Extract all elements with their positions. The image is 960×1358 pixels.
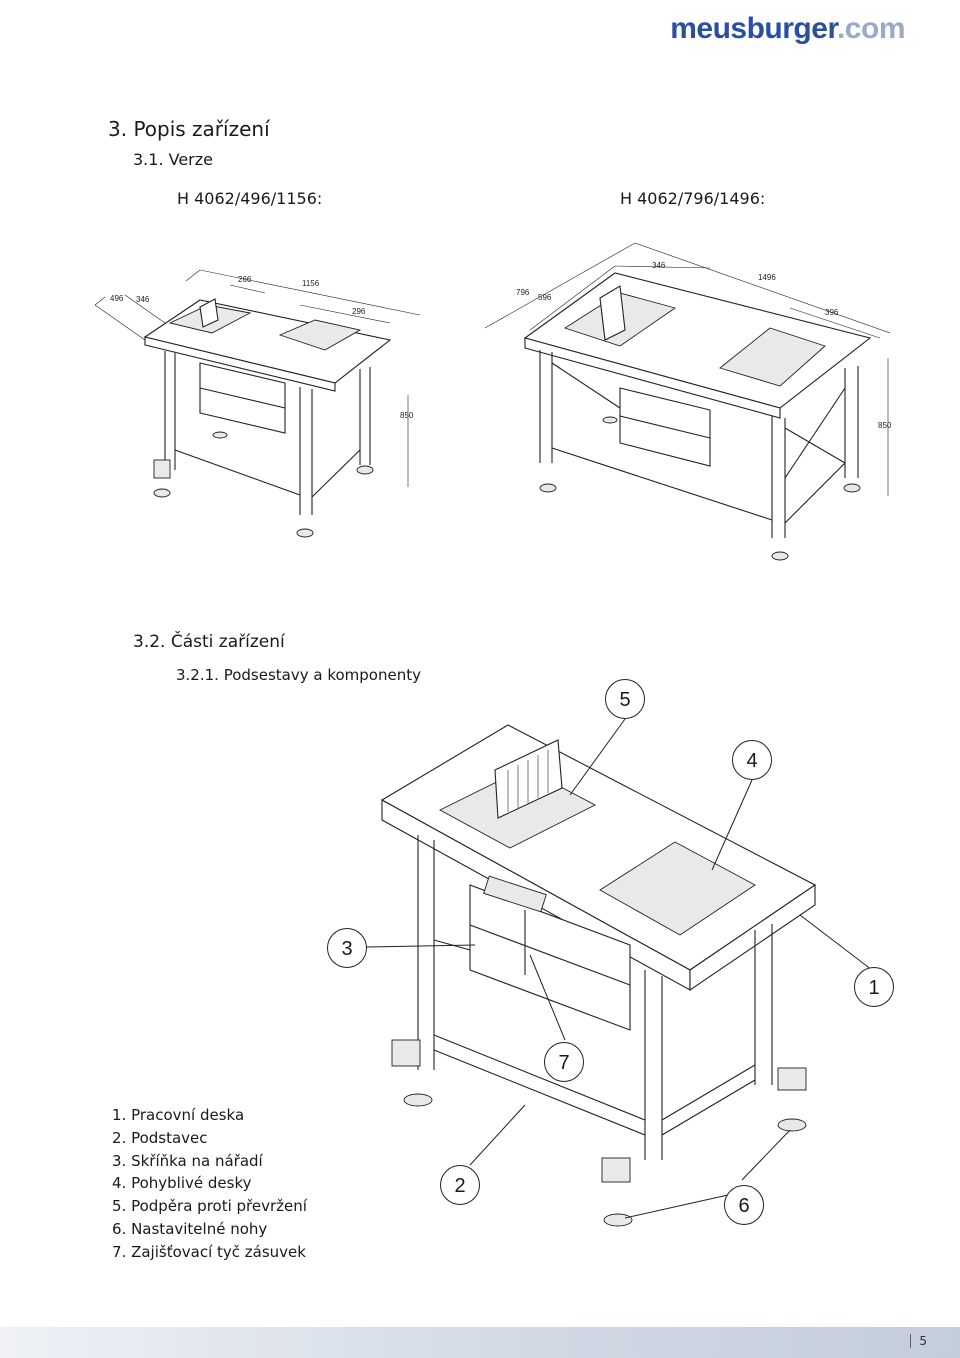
dim-346-right: 346 (652, 261, 666, 270)
logo-tld: .com (836, 12, 906, 45)
callout-4: 4 (732, 740, 772, 780)
callout-5: 5 (605, 679, 645, 719)
callout-2: 2 (440, 1165, 480, 1205)
parts-title: 3.2. Části zařízení (133, 632, 285, 652)
callout-6: 6 (724, 1185, 764, 1225)
parts-subtitle: 3.2.1. Podsestavy a komponenty (176, 666, 421, 684)
subsection-title: 3.1. Verze (133, 150, 213, 169)
legend-item: 4. Pohyblivé desky (112, 1174, 252, 1193)
dim-850-left: 850 (400, 411, 414, 420)
dim-596: 596 (538, 293, 552, 302)
callout-3: 3 (327, 928, 367, 968)
version-right-label: H 4062/796/1496: (620, 189, 766, 208)
legend-item: 7. Zajišťovací tyč zásuvek (112, 1242, 306, 1261)
dim-1156: 1156 (302, 279, 320, 288)
legend-item: 1. Pracovní deska (112, 1106, 245, 1124)
legend-item: 5. Podpěra proti převržení (112, 1197, 307, 1216)
dim-266: 266 (238, 275, 252, 284)
logo-brand: meusburger (670, 12, 837, 45)
legend-item: 2. Podstavec (112, 1128, 208, 1147)
dim-1496: 1496 (758, 273, 776, 282)
workbench-components-drawing (364, 718, 873, 1227)
dim-346: 346 (136, 295, 150, 304)
dim-850-right: 850 (878, 421, 892, 430)
callout-1: 1 (854, 967, 894, 1007)
dim-496: 496 (110, 294, 124, 303)
components-legend: 1. Pracovní deska 2. Podstavec 3. Skříňk… (112, 1104, 307, 1264)
callout-7: 7 (544, 1042, 584, 1082)
dim-296: 296 (352, 307, 366, 316)
meusburger-logo: meusburger.com (670, 12, 905, 46)
page-number: 5 (910, 1334, 927, 1348)
workbench-large-drawing: 796 596 346 1496 396 850 (484, 242, 892, 561)
dim-396: 396 (825, 308, 839, 317)
section-title: 3. Popis zařízení (108, 117, 270, 141)
legend-item: 3. Skříňka na nářadí (112, 1151, 263, 1170)
legend-item: 6. Nastavitelné nohy (112, 1219, 268, 1238)
footer-bar (0, 1327, 960, 1358)
version-left-label: H 4062/496/1156: (177, 189, 323, 208)
dim-796: 796 (516, 288, 530, 297)
workbench-small-drawing: 496 346 266 1156 296 850 (94, 269, 421, 538)
